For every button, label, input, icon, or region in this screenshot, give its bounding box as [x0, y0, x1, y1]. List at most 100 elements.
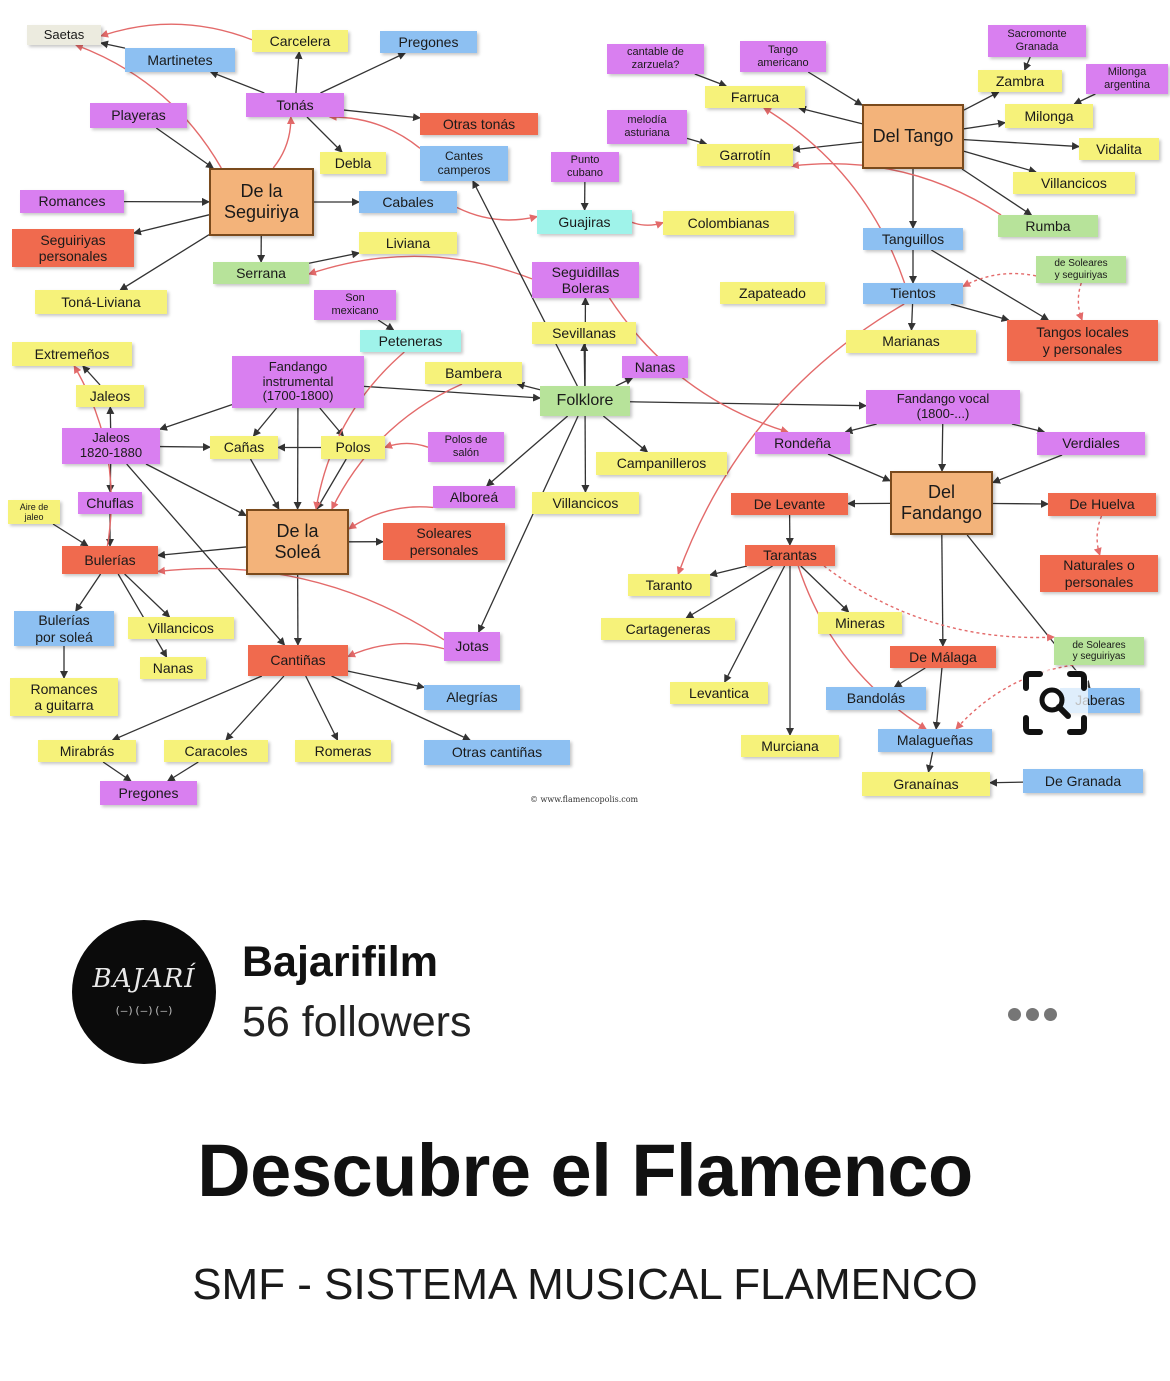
node-otras-cantinas: Otras cantiñas [424, 740, 570, 765]
node-tientos: Tientos [863, 283, 963, 304]
edge-fandango-instrumental-to-polos [319, 407, 344, 437]
edge-tarantas-to-malaguenas [797, 565, 927, 730]
edge-del-tango-to-rumba [961, 168, 1033, 216]
edge-jotas-to-cantinas [347, 642, 445, 658]
node-aire-jaleo: Aire de jaleo [8, 500, 60, 524]
pin-subtitle: SMF - SISTEMA MUSICAL FLAMENCO [192, 1260, 978, 1309]
profile-name[interactable]: Bajarifilm [242, 938, 438, 986]
node-fandango-instrumental: Fandango instrumental (1700-1800) [232, 356, 364, 408]
edge-bulerias-to-bulerias-solea [75, 573, 102, 612]
node-campanilleros: Campanilleros [596, 452, 727, 475]
node-de-levante: De Levante [731, 493, 848, 515]
edge-tarantas-to-cartageneras [685, 565, 773, 619]
node-malaguenas: Malagueñas [878, 729, 992, 752]
edge-tientos-to-tangos-locales [950, 303, 1010, 322]
edge-bulerias-to-villancicos-left [124, 573, 171, 618]
edge-mirabras-to-pregones-bottom [102, 761, 132, 782]
edge-canas-to-de-la-solea [249, 458, 280, 510]
node-alborea: Alboreá [433, 486, 515, 508]
edge-carcelera-to-saetas [100, 23, 253, 41]
avatar[interactable]: BAJARÍ (—)(—)(—) [72, 920, 216, 1064]
edge-del-tango-to-villancicos-right [963, 150, 1037, 174]
node-murciana: Murciana [741, 735, 839, 757]
edge-cantinas-to-otras-cantinas [331, 675, 471, 741]
node-cantes-camperos: Cantes camperos [420, 146, 508, 181]
node-mineras: Mineras [818, 612, 902, 634]
node-alegrias: Alegrías [424, 685, 520, 710]
edge-folklore-to-bambera [516, 381, 541, 391]
edge-de-soleares-seguiriyas-top-to-tangos-locales [1075, 282, 1084, 321]
edge-seguidillas-boleras-to-serrana [308, 255, 533, 280]
edge-caracoles-to-pregones-bottom [166, 761, 199, 782]
visual-search-button[interactable] [1022, 670, 1088, 736]
diagram-copyright: © www.flamencopolis.com [530, 795, 639, 804]
node-farruca: Farruca [705, 86, 805, 108]
node-seguiriyas-personales: Seguiriyas personales [12, 229, 134, 267]
edge-fandango-instrumental-to-folklore [363, 385, 541, 402]
edge-jaleos-1820-to-de-la-solea [145, 463, 247, 517]
node-rumba: Rumba [998, 215, 1098, 237]
node-rondena: Rondeña [755, 432, 850, 454]
edge-folklore-to-cantes-camperos [472, 180, 578, 387]
edge-de-la-solea-to-bulerias [157, 546, 247, 559]
node-son-mexicano: Son mexicano [314, 290, 396, 320]
edge-seguidillas-boleras-to-rondena [608, 297, 789, 434]
edge-guajiras-to-colombianas [631, 221, 664, 229]
node-romances: Romances [20, 190, 124, 213]
edge-de-malaga-to-bandolas [893, 667, 926, 688]
edge-del-fandango-to-de-malaga [938, 534, 947, 647]
node-serrana: Serrana [213, 262, 309, 284]
node-villancicos-right: Villancicos [1013, 172, 1135, 194]
edge-de-la-seguiriya-to-seguiriyas-personales [133, 214, 210, 236]
node-jaleos-top: Jaleos [76, 385, 144, 407]
node-jaleos-1820: Jaleos 1820-1880 [62, 428, 160, 464]
edge-jaleos-1820-to-cantinas [126, 463, 286, 646]
node-saetas: Saetas [27, 25, 101, 45]
edge-rumba-to-garrotin [790, 161, 1002, 216]
pin-title: Descubre el Flamenco [197, 1129, 973, 1212]
node-de-la-seguiriya: De la Seguiriya [209, 168, 314, 236]
node-playeras: Playeras [90, 103, 187, 128]
edge-polos-to-de-la-solea [316, 458, 347, 510]
edge-jaleos-1820-to-canas [159, 443, 211, 452]
edge-jotas-to-bulerias [157, 566, 445, 641]
node-romances-guitarra: Romances a guitarra [10, 678, 118, 716]
node-de-la-solea: De la Soleá [246, 509, 349, 575]
edge-tonas-to-debla [306, 116, 343, 153]
node-sacromonte: Sacromonte Granada [988, 25, 1086, 57]
edge-son-mexicano-to-peteneras [377, 319, 395, 331]
node-martinetes: Martinetes [125, 48, 235, 72]
node-del-tango: Del Tango [862, 104, 964, 169]
edge-tientos-to-marianas [907, 303, 916, 331]
node-fandango-vocal: Fandango vocal (1800-...) [866, 390, 1020, 424]
node-polos-salon: Polos de salón [428, 432, 504, 462]
node-otras-tonas: Otras tonás [420, 113, 538, 135]
more-options-button[interactable] [992, 992, 1072, 1036]
node-nanas-mid: Nanas [622, 356, 688, 378]
edge-cantinas-to-romeras [305, 675, 339, 741]
edge-rondena-to-del-fandango [827, 453, 891, 482]
edge-jaleos-top-to-extremenos [82, 365, 101, 386]
edge-malaguenas-to-granainas [925, 751, 934, 773]
node-cartageneras: Cartageneras [601, 618, 735, 640]
diagram-edges [52, 23, 1103, 787]
node-pregones-top: Pregones [380, 31, 477, 53]
node-seguidillas-boleras: Seguidillas Boleras [532, 262, 639, 298]
more-icon-dot [1025, 1007, 1039, 1021]
node-sevillanas: Sevillanas [532, 322, 636, 344]
edge-cantable-zarzuela-to-farruca [694, 73, 728, 88]
node-guajiras: Guajiras [537, 210, 632, 234]
edge-folklore-to-fandango-vocal [629, 401, 867, 410]
node-zambra: Zambra [978, 70, 1062, 92]
edge-fandango-vocal-to-verdiales [1011, 423, 1046, 435]
edge-aire-jaleo-to-bulerias [52, 523, 89, 547]
node-cabales: Cabales [359, 191, 457, 213]
node-villancicos-left: Villancicos [128, 617, 234, 639]
edge-folklore-to-jotas [477, 415, 579, 633]
edge-del-tango-to-farruca [798, 105, 863, 125]
node-de-soleares-seguiriyas-bottom: de Soleares y seguiriyas [1054, 637, 1144, 665]
edge-de-la-seguiriya-to-saetas [74, 43, 222, 169]
more-icon [1007, 1007, 1021, 1021]
node-melodia-asturiana: melodía asturiana [607, 110, 687, 144]
